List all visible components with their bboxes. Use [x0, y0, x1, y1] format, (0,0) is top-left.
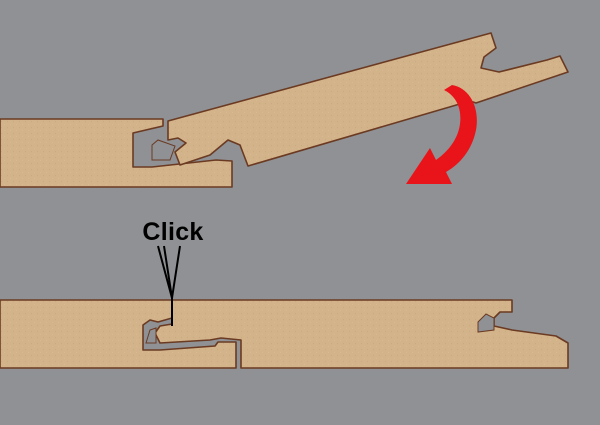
click-annotation: Click — [142, 218, 204, 246]
click-pointer-lines — [157, 245, 181, 326]
top-left-board-groove — [151, 139, 176, 161]
bottom-left-board — [0, 299, 237, 369]
bottom-right-groove — [477, 313, 495, 333]
top-right-board — [167, 32, 569, 167]
rotate-down-arrow-icon — [406, 85, 477, 184]
top-left-board — [0, 118, 233, 188]
bottom-joint-groove — [145, 327, 157, 344]
